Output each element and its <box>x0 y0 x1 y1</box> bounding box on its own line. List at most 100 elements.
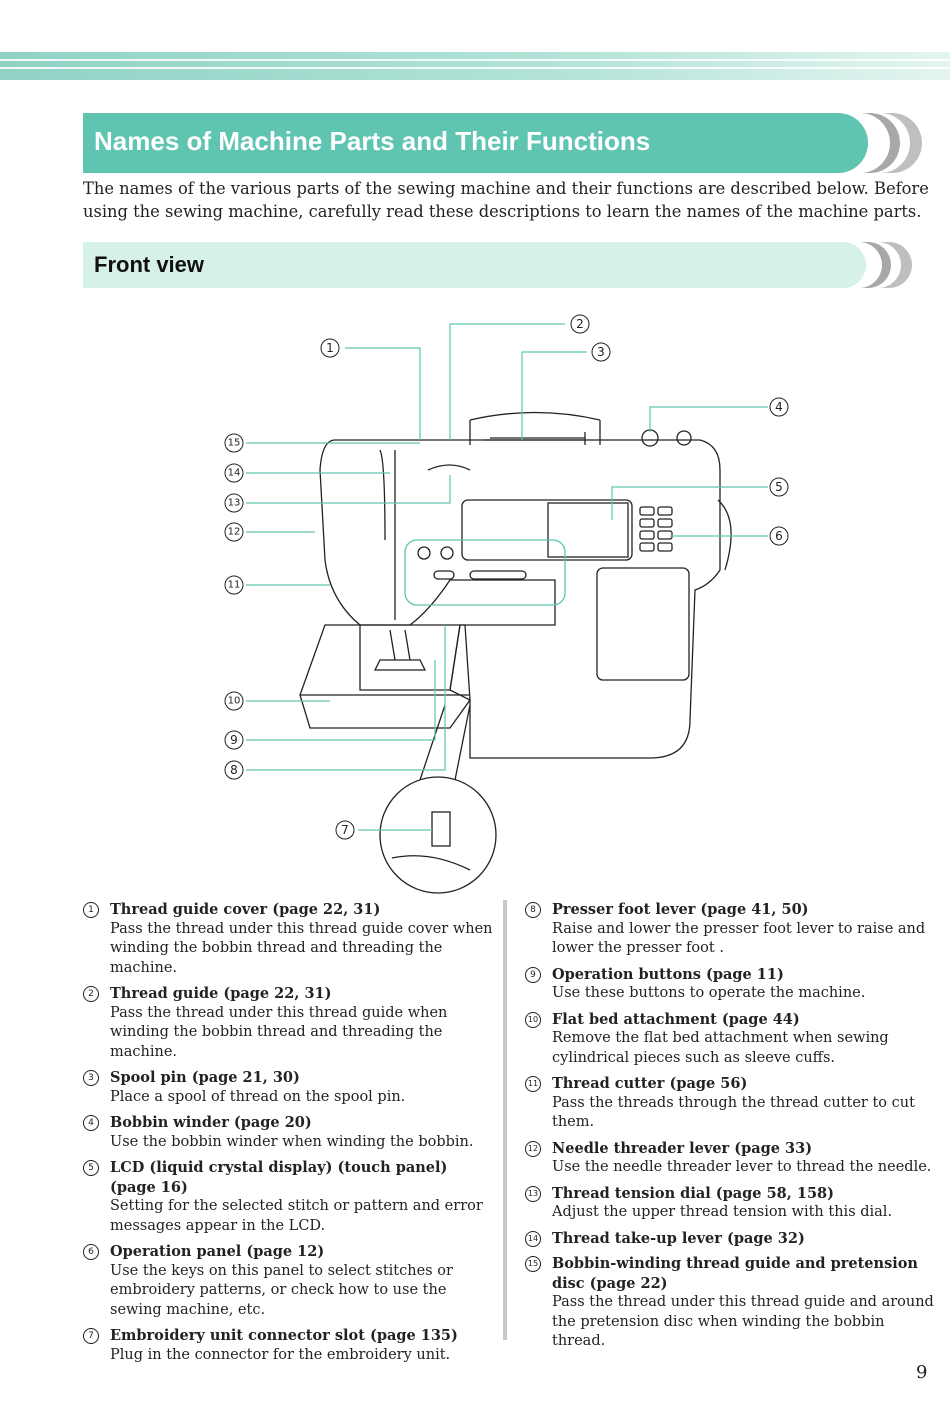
top-decorative-band <box>0 52 950 80</box>
part-number: 12 <box>525 1140 541 1157</box>
page-title: Names of Machine Parts and Their Functio… <box>94 126 651 156</box>
part-item: 9 Operation buttons (page 11) Use these … <box>525 965 935 1004</box>
part-title: Bobbin winder (page 20) <box>110 1114 312 1131</box>
part-item: 14 Thread take-up lever (page 32) <box>525 1229 935 1249</box>
part-item: 12 Needle threader lever (page 33) Use t… <box>525 1139 935 1178</box>
part-description: Pass the thread under this thread guide … <box>110 920 493 976</box>
svg-text:9: 9 <box>230 733 238 747</box>
svg-text:13: 13 <box>228 498 241 509</box>
title-banner-decoration-icon <box>860 113 922 173</box>
part-number: 13 <box>525 1185 541 1202</box>
part-description: Plug in the connector for the embroidery… <box>110 1346 451 1363</box>
part-title: Thread guide cover (page 22, 31) <box>110 901 381 918</box>
part-description: Adjust the upper thread tension with thi… <box>552 1204 893 1220</box>
intro-paragraph: The names of the various parts of the se… <box>83 179 929 221</box>
svg-text:8: 8 <box>230 763 238 777</box>
section-banner-decoration-icon <box>859 242 912 288</box>
part-number: 11 <box>525 1076 541 1092</box>
part-number: 1 <box>83 902 99 918</box>
part-item: 13 Thread tension dial (page 58, 158) Ad… <box>525 1184 935 1223</box>
part-item: 2 Thread guide (page 22, 31) Pass the th… <box>83 984 493 1062</box>
callout-6: 6 <box>769 526 789 546</box>
part-number: 4 <box>83 1115 99 1131</box>
part-number: 14 <box>525 1230 541 1247</box>
part-title: Thread take-up lever (page 32) <box>552 1229 805 1247</box>
callout-14: 14 <box>224 463 244 483</box>
svg-text:7: 7 <box>341 823 349 837</box>
svg-text:3: 3 <box>597 345 605 359</box>
part-number: 7 <box>83 1328 99 1344</box>
part-item: 11 Thread cutter (page 56) Pass the thre… <box>525 1074 935 1133</box>
callout-5: 5 <box>769 477 789 497</box>
section-title: Front view <box>94 252 205 277</box>
part-description: Raise and lower the presser foot lever t… <box>552 920 926 957</box>
part-description: Use these buttons to operate the machine… <box>552 985 866 1001</box>
callout-1: 1 <box>320 338 340 358</box>
part-description: Pass the threads through the thread cutt… <box>552 1094 915 1131</box>
parts-list-right: 8 Presser foot lever (page 41, 50) Raise… <box>525 900 935 1358</box>
part-description: Place a spool of thread on the spool pin… <box>110 1088 406 1105</box>
part-title: Thread guide (page 22, 31) <box>110 985 332 1002</box>
callout-2: 2 <box>570 314 590 334</box>
part-description: Use the keys on this panel to select sti… <box>110 1262 453 1318</box>
part-description: Use the needle threader lever to thread … <box>552 1159 932 1175</box>
svg-text:5: 5 <box>775 480 783 494</box>
callout-3: 3 <box>591 342 611 362</box>
part-item: 8 Presser foot lever (page 41, 50) Raise… <box>525 900 935 959</box>
svg-text:2: 2 <box>576 317 584 331</box>
part-description: Remove the flat bed attachment when sewi… <box>552 1030 889 1066</box>
title-banner <box>83 113 868 173</box>
part-item: 1 Thread guide cover (page 22, 31) Pass … <box>83 900 493 978</box>
part-title: LCD (liquid crystal display) (touch pane… <box>110 1159 448 1196</box>
operation-panel-keys <box>639 506 673 552</box>
part-item: 7 Embroidery unit connector slot (page 1… <box>83 1326 493 1365</box>
part-title: Operation panel (page 12) <box>110 1243 325 1260</box>
callout-8: 8 <box>224 760 244 780</box>
callout-13: 13 <box>224 493 244 513</box>
part-title: Operation buttons (page 11) <box>552 965 784 983</box>
part-title: Thread cutter (page 56) <box>552 1075 748 1092</box>
part-item: 4 Bobbin winder (page 20) Use the bobbin… <box>83 1113 493 1152</box>
column-divider <box>503 900 507 1340</box>
svg-text:11: 11 <box>228 580 241 591</box>
svg-text:10: 10 <box>228 696 241 707</box>
part-number: 10 <box>525 1011 541 1028</box>
callout-9: 9 <box>224 730 244 750</box>
machine-handle <box>469 411 601 445</box>
part-title: Needle threader lever (page 33) <box>552 1139 813 1157</box>
svg-text:12: 12 <box>228 527 241 538</box>
callout-12: 12 <box>224 522 244 542</box>
part-number: 9 <box>525 966 541 983</box>
part-description: Use the bobbin winder when winding the b… <box>110 1133 474 1150</box>
section-banner <box>83 242 866 288</box>
part-title: Thread tension dial (page 58, 158) <box>552 1184 834 1202</box>
part-title: Bobbin-winding thread guide and pretensi… <box>552 1255 918 1292</box>
parts-list-left: 1 Thread guide cover (page 22, 31) Pass … <box>83 900 493 1371</box>
part-number: 15 <box>525 1256 541 1272</box>
part-item: 10 Flat bed attachment (page 44) Remove … <box>525 1010 935 1069</box>
callout-10: 10 <box>224 691 244 711</box>
sewing-machine-diagram: 1 2 3 4 5 6 7 8 9 10 11 12 13 14 15 <box>224 314 789 894</box>
part-number: 6 <box>83 1244 99 1260</box>
part-title: Flat bed attachment (page 44) <box>552 1010 800 1028</box>
part-number: 8 <box>525 902 541 918</box>
svg-text:15: 15 <box>228 438 241 449</box>
part-item: 3 Spool pin (page 21, 30) Place a spool … <box>83 1068 493 1107</box>
part-number: 3 <box>83 1070 99 1086</box>
machine-body <box>319 439 721 759</box>
part-title: Embroidery unit connector slot (page 135… <box>110 1327 458 1344</box>
part-item: 15 Bobbin-winding thread guide and prete… <box>525 1254 935 1352</box>
part-title: Presser foot lever (page 41, 50) <box>552 901 809 918</box>
part-number: 2 <box>83 986 99 1002</box>
part-title: Spool pin (page 21, 30) <box>110 1069 300 1086</box>
callout-4: 4 <box>769 397 789 417</box>
page-number: 9 <box>916 1362 928 1383</box>
connector-slot-inset <box>379 776 497 894</box>
callout-7: 7 <box>335 820 355 840</box>
part-item: 6 Operation panel (page 12) Use the keys… <box>83 1242 493 1320</box>
svg-text:4: 4 <box>775 400 783 414</box>
part-description: Pass the thread under this thread guide … <box>552 1294 934 1349</box>
svg-text:14: 14 <box>228 468 241 479</box>
part-description: Setting for the selected stitch or patte… <box>110 1198 483 1234</box>
part-description: Pass the thread under this thread guide … <box>110 1004 448 1060</box>
